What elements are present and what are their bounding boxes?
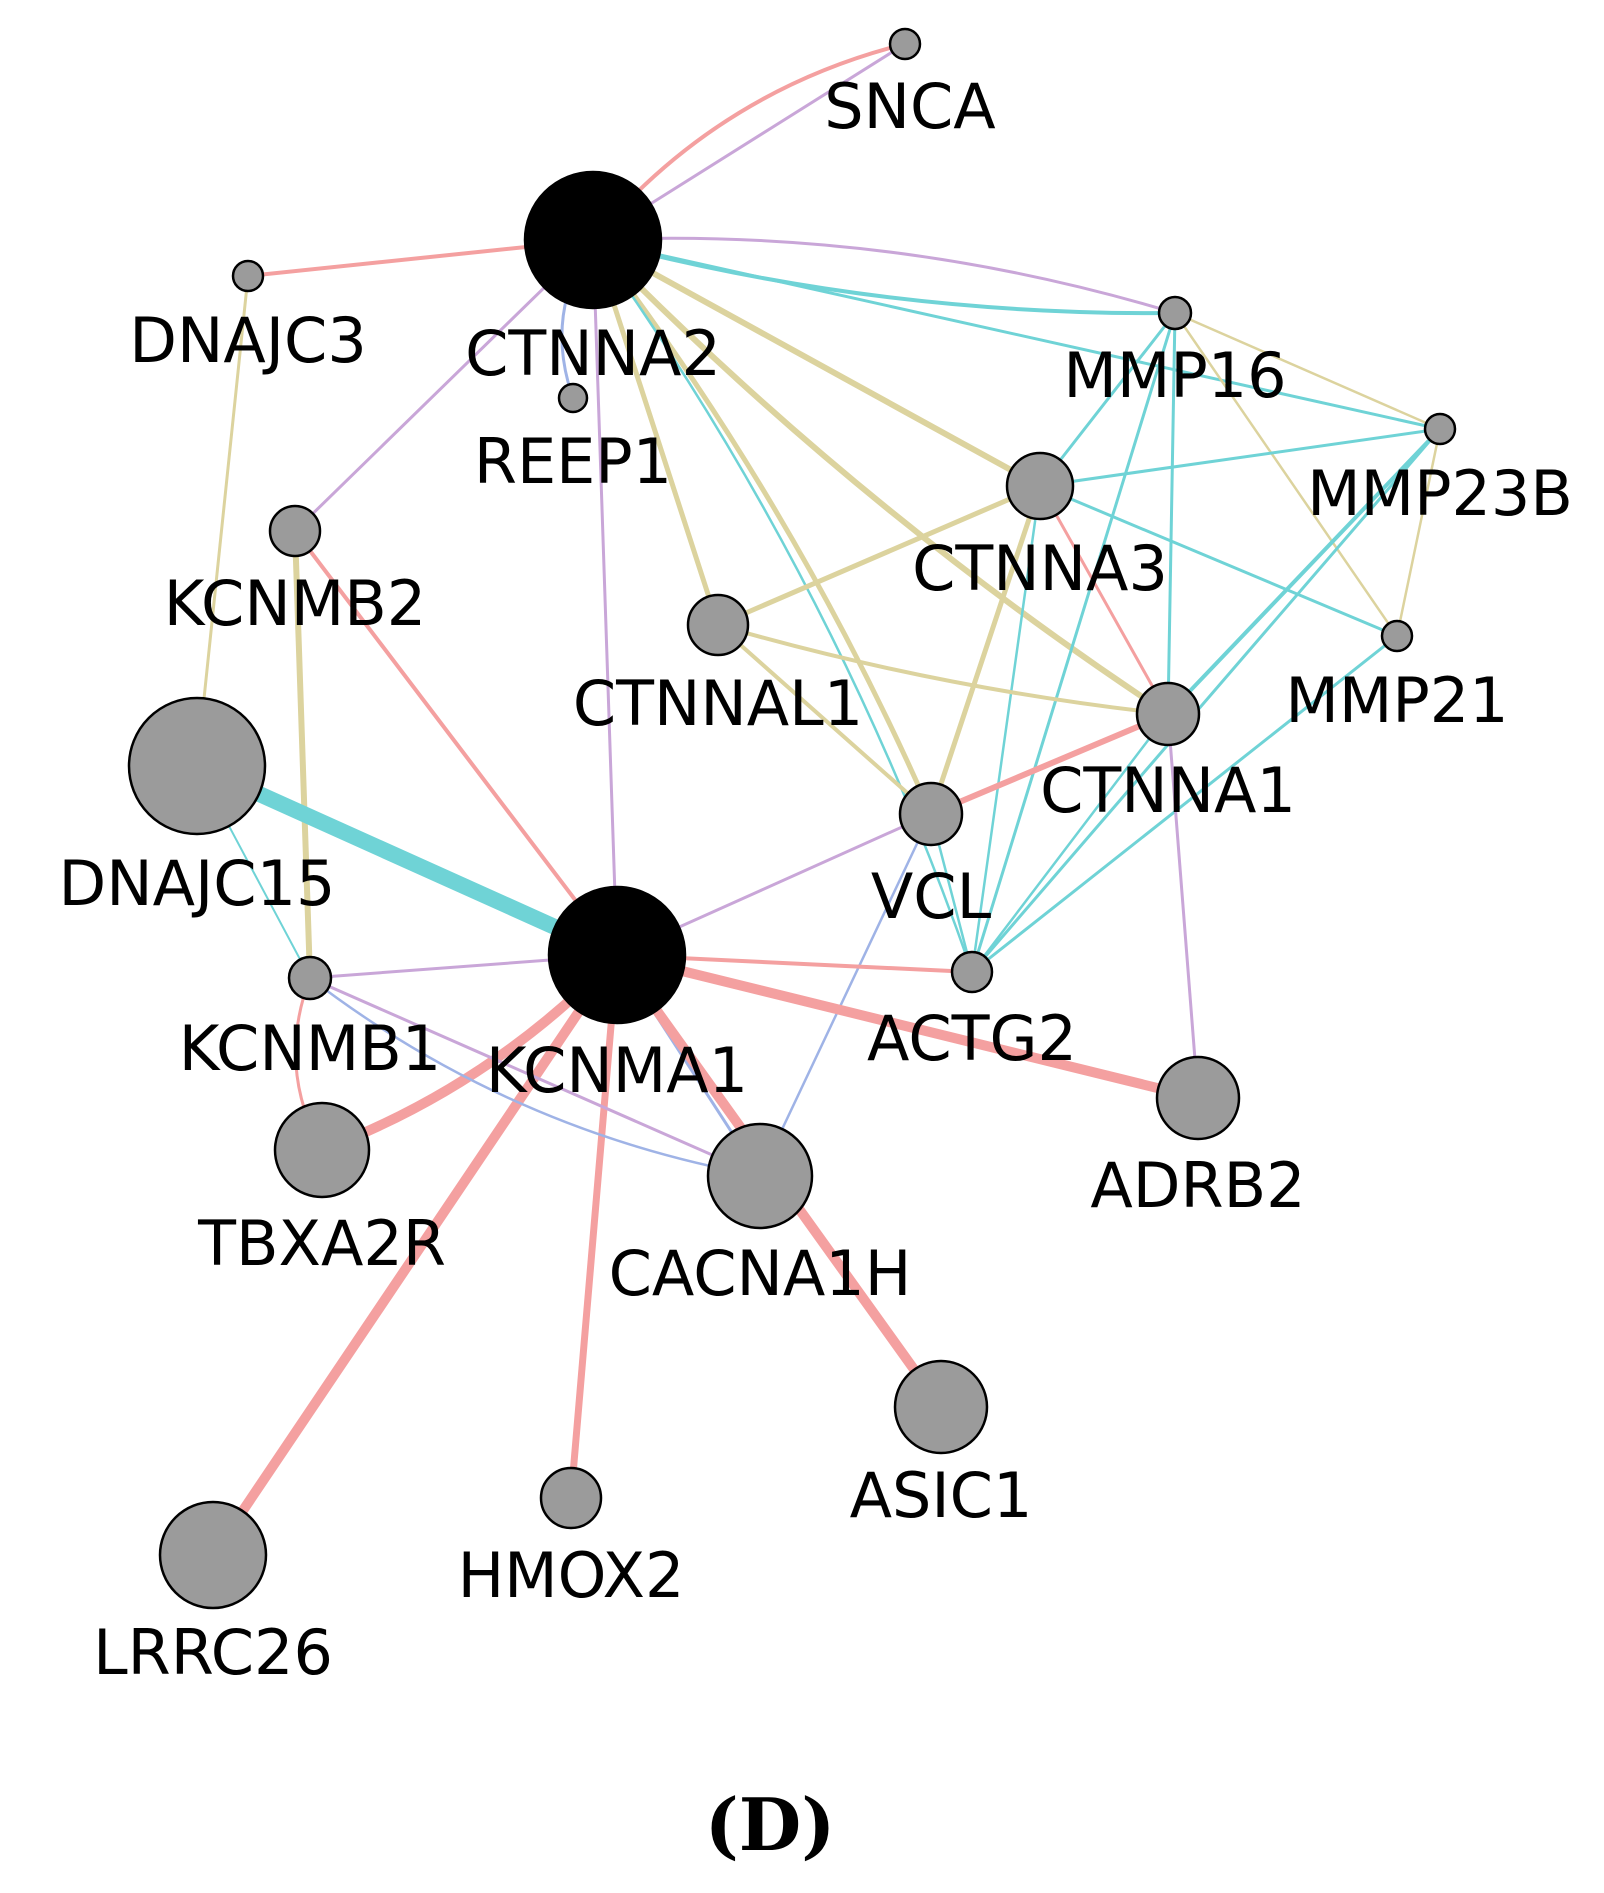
edge-ctnna3-actg2-shared-domain bbox=[970, 484, 1042, 974]
edge-ctnna2-actg2-shared-domain bbox=[591, 238, 974, 974]
node-vcl[interactable] bbox=[898, 781, 964, 847]
edge-mmp16-ctnna1-shared-domain bbox=[1166, 311, 1177, 716]
edge-kcnmb1-cacna1h-colocalization bbox=[308, 976, 762, 1178]
node-label-kcnma1: KCNMA1 bbox=[486, 1034, 748, 1107]
node-hmox2[interactable] bbox=[539, 1466, 603, 1530]
node-ctnnal1[interactable] bbox=[686, 593, 750, 657]
edge-mmp23b-ctnna3-shared-domain bbox=[1038, 427, 1442, 488]
edge-ctnna2-mmp16-shared-domain bbox=[591, 238, 1177, 316]
edge-ctnna3-ctnnal1-pathway bbox=[715, 483, 1043, 628]
node-reep1[interactable] bbox=[557, 382, 589, 414]
edge-kcnma1-lrrc26-physical bbox=[208, 950, 622, 1560]
node-dnajc15[interactable] bbox=[127, 696, 267, 836]
edge-ctnna2-mmp23b-shared-domain bbox=[591, 238, 1442, 431]
edge-mmp21-actg2-shared-domain bbox=[970, 634, 1399, 974]
edge-ctnna1-actg2-shared-domain bbox=[970, 712, 1170, 974]
edge-ctnnal1-ctnna1-pathway bbox=[716, 623, 1170, 716]
node-label-lrrc26: LRRC26 bbox=[93, 1616, 333, 1689]
node-label-ctnna1: CTNNA1 bbox=[1040, 754, 1296, 827]
node-label-mmp16: MMP16 bbox=[1063, 339, 1286, 412]
edge-ctnna1-adrb2-coexpression bbox=[1166, 712, 1200, 1100]
node-snca[interactable] bbox=[888, 27, 922, 61]
node-label-vcl: VCL bbox=[871, 860, 992, 933]
node-label-asic1: ASIC1 bbox=[850, 1459, 1033, 1532]
node-label-dnajc3: DNAJC3 bbox=[129, 304, 367, 377]
node-mmp23b[interactable] bbox=[1423, 412, 1457, 446]
node-mmp21[interactable] bbox=[1380, 619, 1414, 653]
edge-mmp21-ctnna3-shared-domain bbox=[1038, 484, 1399, 638]
edge-mmp23b-mmp21-pathway bbox=[1395, 427, 1442, 638]
edge-mmp23b-ctnna1-shared-domain bbox=[1166, 427, 1442, 716]
node-label-cacna1h: CACNA1H bbox=[609, 1237, 912, 1310]
node-actg2[interactable] bbox=[950, 950, 994, 994]
node-label-ctnna2: CTNNA2 bbox=[465, 317, 721, 390]
node-label-kcnmb2: KCNMB2 bbox=[164, 567, 426, 640]
node-asic1[interactable] bbox=[893, 1359, 989, 1455]
edge-ctnna2-vcl-pathway bbox=[590, 237, 934, 817]
node-kcnmb2[interactable] bbox=[268, 504, 322, 558]
edge-ctnna3-vcl-pathway bbox=[928, 483, 1043, 817]
edge-kcnmb1-cacna1h-coexpression bbox=[308, 976, 762, 1178]
edge-ctnna2-ctnna1-pathway bbox=[590, 237, 1171, 717]
node-ctnna3[interactable] bbox=[1005, 451, 1075, 521]
node-label-dnajc15: DNAJC15 bbox=[58, 847, 335, 920]
node-label-reep1: REEP1 bbox=[474, 425, 672, 498]
node-label-adrb2: ADRB2 bbox=[1090, 1149, 1305, 1222]
node-label-ctnna3: CTNNA3 bbox=[912, 532, 1168, 605]
edge-mmp16-actg2-shared-domain bbox=[970, 311, 1177, 974]
panel-label: (D) bbox=[705, 1782, 836, 1867]
edge-kcnma1-hmox2-physical bbox=[567, 951, 621, 1502]
edge-kcnma1-adrb2-physical bbox=[612, 950, 1203, 1103]
node-label-actg2: ACTG2 bbox=[867, 1002, 1077, 1075]
edge-ctnna2-kcnma1-coexpression bbox=[591, 238, 619, 957]
node-kcnma1[interactable] bbox=[547, 885, 687, 1025]
edge-ctnna2-mmp16-coexpression bbox=[591, 236, 1177, 315]
edge-vcl-cacna1h-colocalization bbox=[758, 812, 933, 1178]
node-label-snca: SNCA bbox=[824, 70, 995, 143]
edge-kcnmb2-kcnma1-physical bbox=[293, 529, 619, 957]
node-label-hmox2: HMOX2 bbox=[458, 1539, 685, 1612]
edge-ctnnal1-vcl-pathway bbox=[716, 623, 933, 816]
nodes-layer bbox=[127, 27, 1457, 1610]
node-label-ctnnal1: CTNNAL1 bbox=[573, 667, 863, 740]
edge-ctnna1-vcl-physical bbox=[928, 711, 1171, 817]
node-label-tbxa2r: TBXA2R bbox=[197, 1207, 446, 1280]
node-ctnna1[interactable] bbox=[1135, 681, 1201, 747]
node-label-mmp21: MMP21 bbox=[1285, 664, 1508, 737]
edge-kcnmb2-kcnmb1-pathway bbox=[292, 528, 313, 981]
node-adrb2[interactable] bbox=[1155, 1055, 1241, 1141]
node-mmp16[interactable] bbox=[1157, 295, 1193, 331]
node-ctnna2[interactable] bbox=[523, 170, 663, 310]
node-label-kcnmb1: KCNMB1 bbox=[179, 1012, 441, 1085]
node-label-mmp23b: MMP23B bbox=[1307, 457, 1573, 530]
edge-mmp23b-actg2-shared-domain bbox=[970, 427, 1442, 974]
node-kcnmb1[interactable] bbox=[287, 955, 333, 1001]
node-cacna1h[interactable] bbox=[706, 1122, 814, 1230]
edge-ctnna2-ctnna3-pathway bbox=[590, 237, 1043, 489]
node-tbxa2r[interactable] bbox=[273, 1101, 371, 1199]
node-lrrc26[interactable] bbox=[158, 1500, 268, 1610]
edge-mmp16-mmp23b-pathway bbox=[1173, 311, 1442, 431]
edge-mmp16-mmp21-pathway bbox=[1173, 311, 1399, 638]
node-dnajc3[interactable] bbox=[231, 259, 265, 293]
